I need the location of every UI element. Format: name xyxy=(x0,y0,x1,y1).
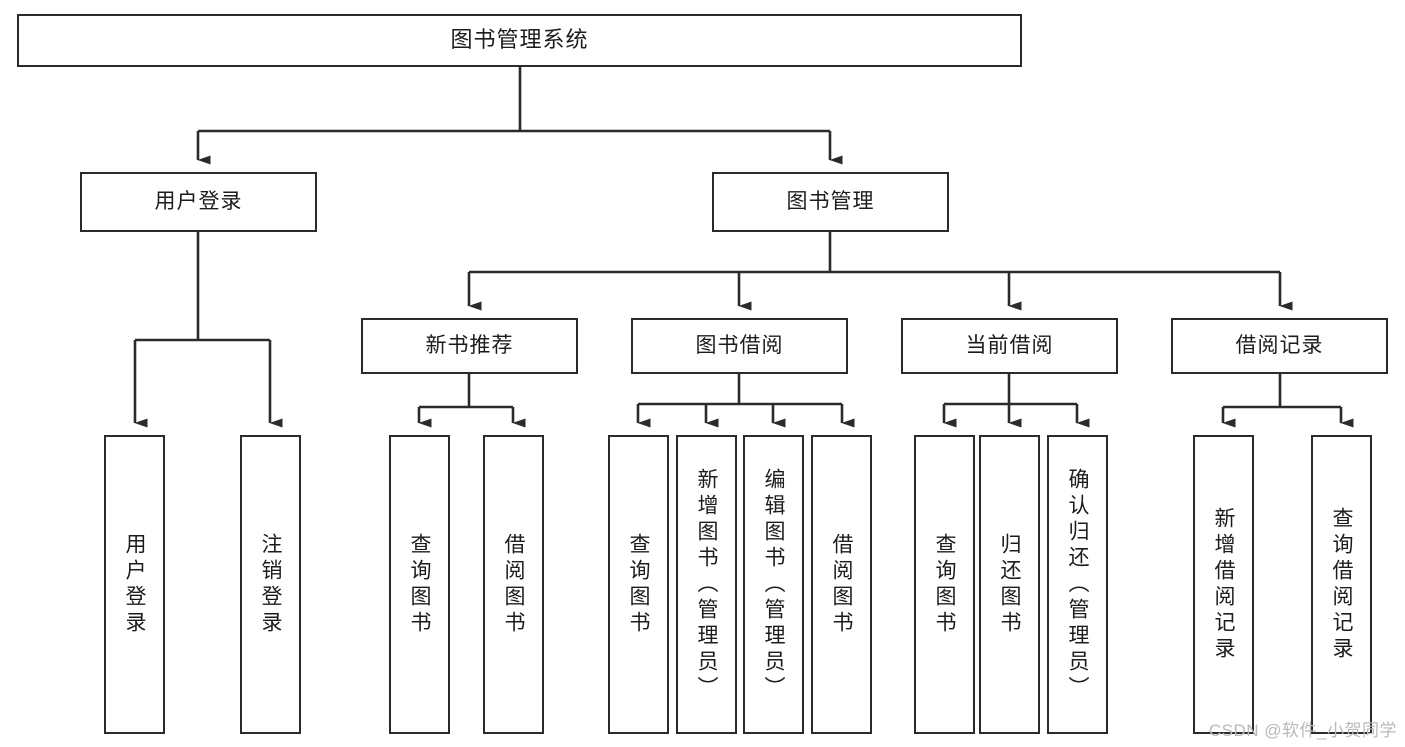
node-root-book-management-system[interactable]: 图书管理系统 xyxy=(17,14,1022,67)
node-leaf-user-login[interactable]: 用户登录 xyxy=(104,435,165,734)
node-label: 查询图书 xyxy=(627,532,650,637)
node-new-book-recommend[interactable]: 新书推荐 xyxy=(361,318,578,374)
node-user-login[interactable]: 用户登录 xyxy=(80,172,317,232)
node-label: 注销登录 xyxy=(259,532,282,637)
node-current-borrow[interactable]: 当前借阅 xyxy=(901,318,1118,374)
node-label: 新增图书（管理员） xyxy=(695,467,718,702)
node-label: 查询图书 xyxy=(408,532,431,637)
node-leaf-add-record[interactable]: 新增借阅记录 xyxy=(1193,435,1254,734)
node-leaf-add-book[interactable]: 新增图书（管理员） xyxy=(676,435,737,734)
node-label: 确认归还（管理员） xyxy=(1066,467,1089,702)
node-label: 用户登录 xyxy=(154,190,243,214)
node-label: 图书管理系统 xyxy=(450,27,589,53)
node-leaf-query-book-3[interactable]: 查询图书 xyxy=(914,435,975,734)
node-label: 查询借阅记录 xyxy=(1330,506,1353,663)
node-leaf-query-book-1[interactable]: 查询图书 xyxy=(389,435,450,734)
node-leaf-borrow-book-1[interactable]: 借阅图书 xyxy=(483,435,544,734)
node-label: 编辑图书（管理员） xyxy=(762,467,785,702)
node-leaf-query-record[interactable]: 查询借阅记录 xyxy=(1311,435,1372,734)
node-label: 借阅图书 xyxy=(830,532,853,637)
node-leaf-confirm-return[interactable]: 确认归还（管理员） xyxy=(1047,435,1108,734)
node-label: 用户登录 xyxy=(123,532,146,637)
node-label: 新增借阅记录 xyxy=(1212,506,1235,663)
node-label: 新书推荐 xyxy=(425,334,514,358)
node-label: 查询图书 xyxy=(933,532,956,637)
node-label: 借阅记录 xyxy=(1235,334,1324,358)
node-label: 归还图书 xyxy=(998,532,1021,637)
node-book-borrow[interactable]: 图书借阅 xyxy=(631,318,848,374)
node-leaf-edit-book[interactable]: 编辑图书（管理员） xyxy=(743,435,804,734)
node-leaf-logout[interactable]: 注销登录 xyxy=(240,435,301,734)
node-label: 图书借阅 xyxy=(695,334,784,358)
node-leaf-query-book-2[interactable]: 查询图书 xyxy=(608,435,669,734)
node-borrow-record[interactable]: 借阅记录 xyxy=(1171,318,1388,374)
node-book-manage[interactable]: 图书管理 xyxy=(712,172,949,232)
csdn-watermark: CSDN @软件_小贺同学 xyxy=(1208,721,1397,740)
node-label: 图书管理 xyxy=(786,190,875,214)
node-label: 当前借阅 xyxy=(965,334,1054,358)
node-leaf-return-book[interactable]: 归还图书 xyxy=(979,435,1040,734)
node-label: 借阅图书 xyxy=(502,532,525,637)
node-leaf-borrow-book-2[interactable]: 借阅图书 xyxy=(811,435,872,734)
